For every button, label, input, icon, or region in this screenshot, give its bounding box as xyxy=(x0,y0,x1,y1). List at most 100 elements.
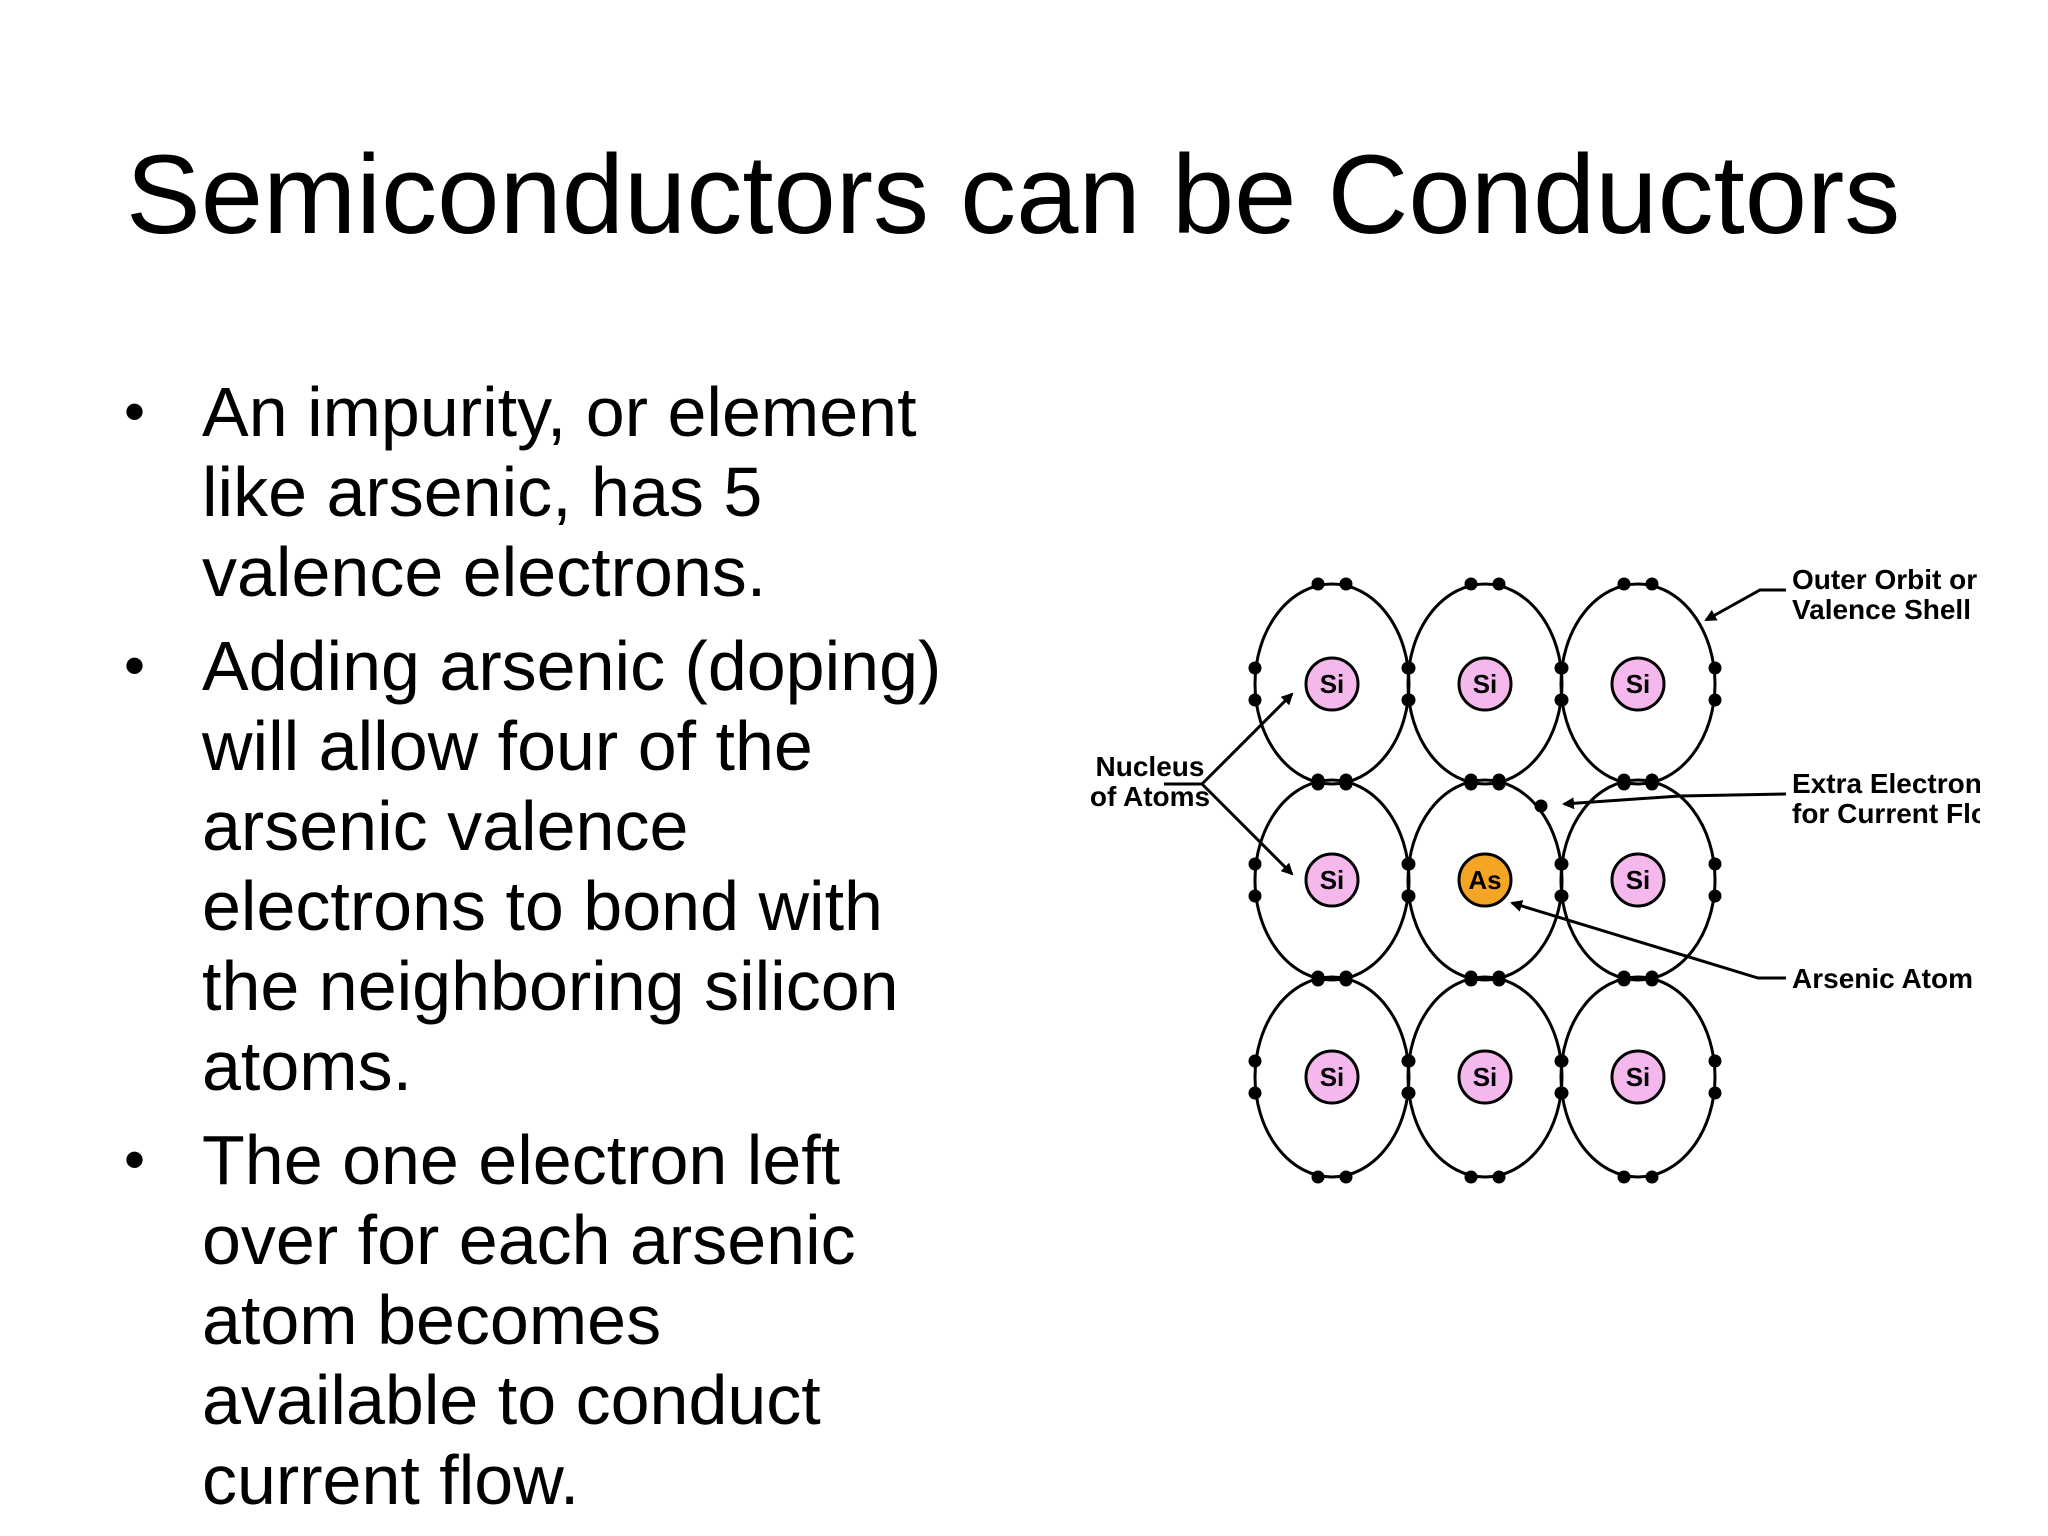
silicon-nucleus-circle xyxy=(1610,1049,1666,1105)
electron xyxy=(1708,1054,1722,1068)
silicon-nucleus-circle xyxy=(1610,656,1666,712)
arsenic-nucleus-circle xyxy=(1457,852,1513,908)
electron xyxy=(1464,577,1478,591)
electron xyxy=(1464,773,1478,787)
electron xyxy=(1311,577,1325,591)
silicon-nucleus: Si xyxy=(1610,1049,1666,1105)
atom-symbol: Si xyxy=(1320,669,1345,699)
silicon-nucleus: Si xyxy=(1304,852,1360,908)
silicon-nucleus: Si xyxy=(1304,1049,1360,1105)
outer-orbit-label-line2: Valence Shell xyxy=(1792,594,1971,625)
valence-shell xyxy=(1559,582,1717,786)
electron xyxy=(1401,661,1415,675)
electron xyxy=(1645,773,1659,787)
valence-shell xyxy=(1559,975,1717,1179)
silicon-nucleus-circle xyxy=(1610,852,1666,908)
bullet-line: atom becomes xyxy=(202,1281,662,1359)
atom-symbol: Si xyxy=(1626,1062,1651,1092)
silicon-nucleus-circle xyxy=(1457,656,1513,712)
bullet-line: arsenic valence xyxy=(202,787,689,865)
nucleus-arrow-top xyxy=(1200,692,1294,786)
electron xyxy=(1617,970,1631,984)
electron xyxy=(1248,661,1262,675)
silicon-nucleus-circle xyxy=(1304,852,1360,908)
slide-title: Semiconductors can be Conductors xyxy=(126,132,1901,257)
atom-symbol: Si xyxy=(1320,1062,1345,1092)
nucleus-arrow-bottom xyxy=(1200,782,1294,876)
bullet-line: current flow. xyxy=(202,1441,580,1519)
bullet-list: • An impurity, or element like arsenic, … xyxy=(0,372,1010,1534)
electron xyxy=(1311,970,1325,984)
valence-shell xyxy=(1559,778,1717,982)
electron xyxy=(1492,577,1506,591)
arsenic-atom-arrow xyxy=(1510,900,1786,980)
silicon-nucleus: Si xyxy=(1457,1049,1513,1105)
electron xyxy=(1248,889,1262,903)
silicon-nucleus: Si xyxy=(1610,656,1666,712)
electron xyxy=(1708,661,1722,675)
bullet-line: The one electron left xyxy=(202,1121,841,1199)
electron xyxy=(1401,693,1415,707)
bullet-icon: • xyxy=(124,632,146,699)
electron xyxy=(1492,970,1506,984)
atom-symbol: Si xyxy=(1473,669,1498,699)
extra-electron-arrow xyxy=(1562,792,1787,810)
nucleus-label-line1: Nucleus xyxy=(1096,751,1205,782)
bullet-item: • Adding arsenic (doping) will allow fou… xyxy=(0,626,1010,1106)
electron xyxy=(1554,857,1568,871)
nucleus-label-line2: of Atoms xyxy=(1090,781,1210,812)
electron xyxy=(1464,970,1478,984)
electron xyxy=(1339,1170,1353,1184)
electron xyxy=(1311,773,1325,787)
electron xyxy=(1401,889,1415,903)
silicon-nucleus-circle xyxy=(1457,1049,1513,1105)
bullet-line: atoms. xyxy=(202,1027,413,1105)
silicon-nucleus: Si xyxy=(1304,656,1360,712)
electron xyxy=(1708,857,1722,871)
electron xyxy=(1554,1086,1568,1100)
outer-orbit-arrow xyxy=(1704,588,1786,622)
electron xyxy=(1492,1170,1506,1184)
bullet-icon: • xyxy=(124,1126,146,1193)
arsenic-nucleus: As xyxy=(1457,852,1513,908)
bullet-line: like arsenic, has 5 xyxy=(202,453,763,531)
electron xyxy=(1617,577,1631,591)
electron xyxy=(1339,577,1353,591)
arsenic-atom-callout: Arsenic Atom xyxy=(1510,900,1973,994)
nucleus-callout: Nucleus of Atoms xyxy=(1090,692,1294,876)
bullet-line: will allow four of the xyxy=(202,707,813,785)
valence-shells xyxy=(1253,582,1717,1179)
bullet-line: available to conduct xyxy=(202,1361,821,1439)
electron xyxy=(1708,1086,1722,1100)
electron xyxy=(1554,661,1568,675)
electron xyxy=(1708,889,1722,903)
outer-orbit-label-line1: Outer Orbit or xyxy=(1792,564,1977,595)
extra-electron xyxy=(1534,799,1548,813)
electron xyxy=(1617,773,1631,787)
silicon-nucleus: Si xyxy=(1610,852,1666,908)
electron xyxy=(1401,1086,1415,1100)
bullet-item: • The one electron left over for each ar… xyxy=(0,1120,1010,1520)
bullet-item: • An impurity, or element like arsenic, … xyxy=(0,372,1010,612)
electron xyxy=(1645,1170,1659,1184)
electron xyxy=(1248,693,1262,707)
electron xyxy=(1339,970,1353,984)
electron xyxy=(1401,857,1415,871)
electron xyxy=(1645,970,1659,984)
electron xyxy=(1464,1170,1478,1184)
silicon-nucleus: Si xyxy=(1457,656,1513,712)
electron xyxy=(1645,577,1659,591)
bullet-line: the neighboring silicon xyxy=(202,947,899,1025)
electron xyxy=(1554,693,1568,707)
atom-symbol: Si xyxy=(1473,1062,1498,1092)
extra-electron-callout: Extra Electron for Current Flow xyxy=(1562,768,1980,829)
electron xyxy=(1708,693,1722,707)
electron xyxy=(1248,1086,1262,1100)
bullet-line: An impurity, or element xyxy=(202,373,917,451)
extra-electron-label-line2: for Current Flow xyxy=(1792,798,1980,829)
extra-electron-label-line1: Extra Electron xyxy=(1792,768,1980,799)
electron xyxy=(1617,1170,1631,1184)
atom-symbol: Si xyxy=(1626,865,1651,895)
